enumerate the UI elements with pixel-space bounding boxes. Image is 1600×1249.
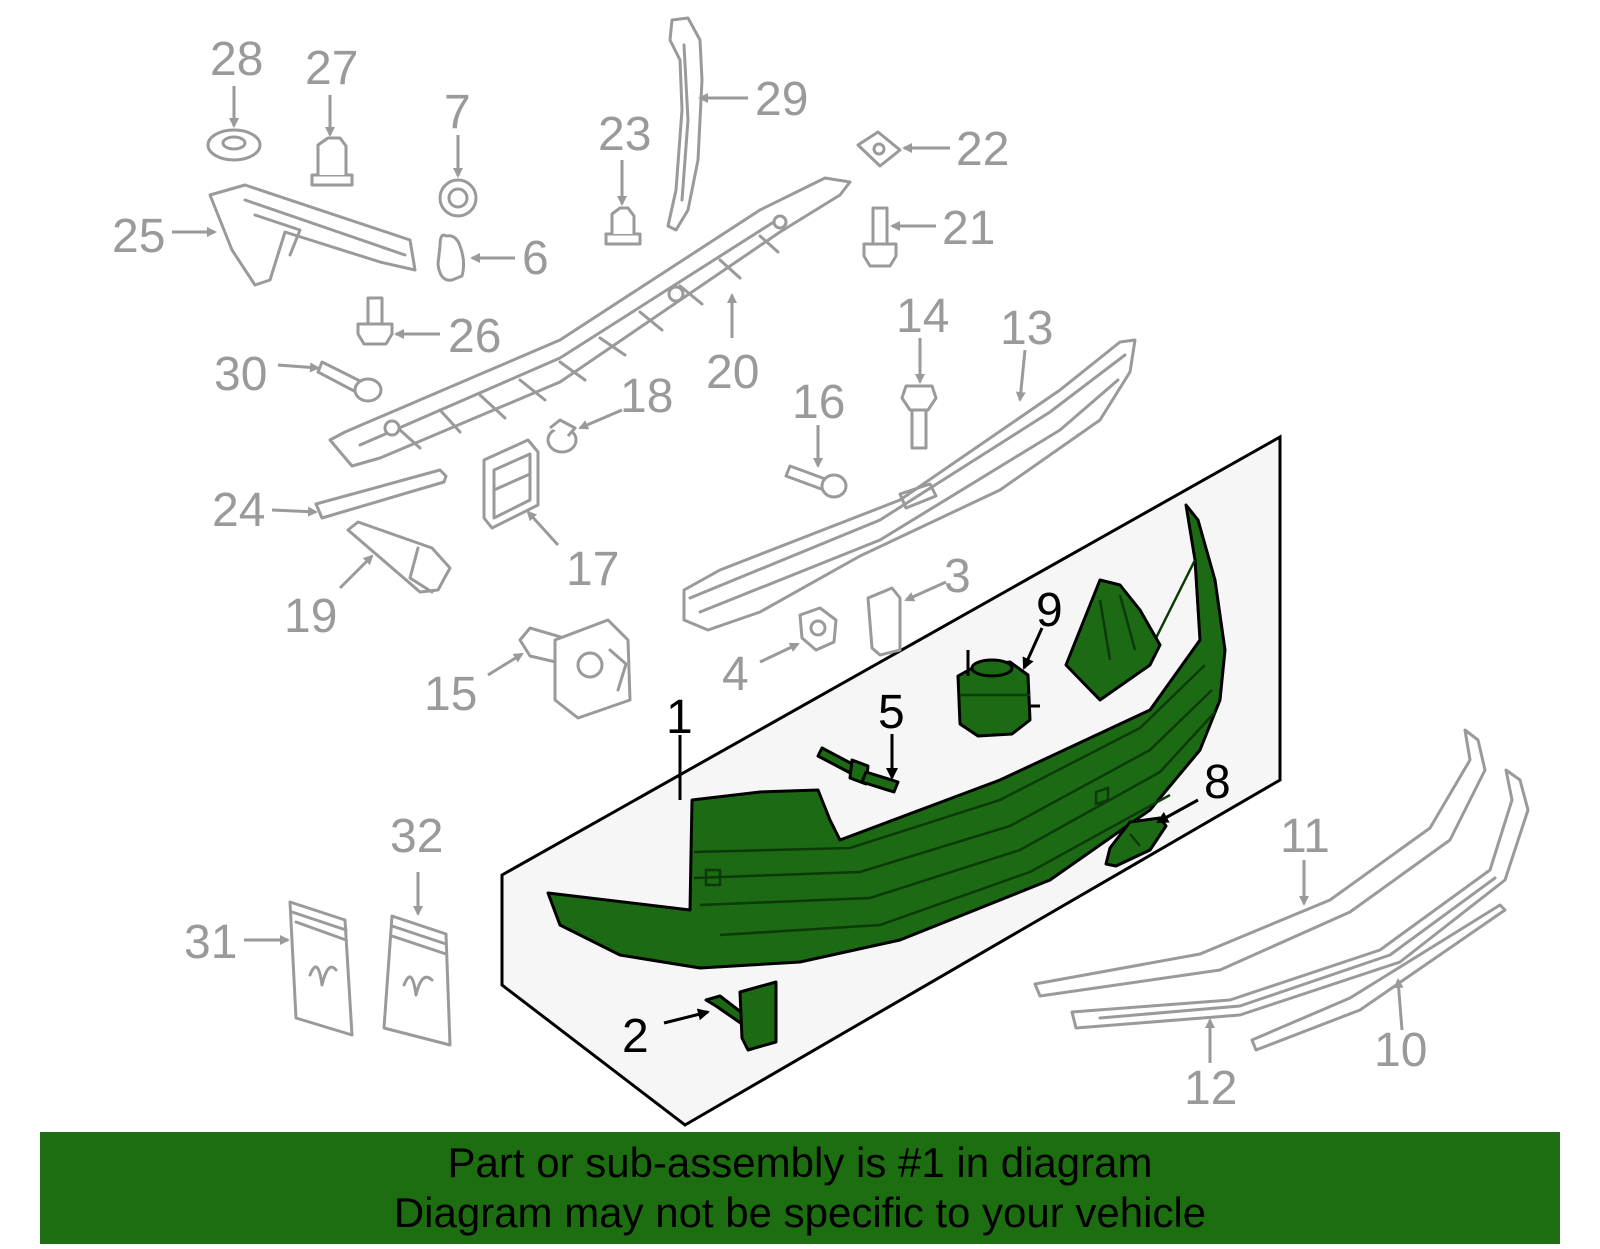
part-9-sensor-mount[interactable] [956,650,1040,738]
part-26-bolt[interactable] [356,296,394,346]
part-20-reinforcement[interactable] [328,176,852,468]
callout-8: 8 [1204,756,1231,809]
part-25-bracket[interactable] [208,183,417,287]
part-29-bracket[interactable] [666,16,704,232]
part-23-clip[interactable] [604,206,642,246]
callout-12: 12 [1184,1062,1237,1115]
part-13-impact-bar[interactable] [682,338,1137,632]
part-19-tow-cap[interactable] [346,520,452,594]
part-30-bolt[interactable] [316,360,383,403]
callout-18: 18 [620,370,673,423]
part-16-bolt[interactable] [784,464,848,499]
callout-19: 19 [284,590,337,643]
part-3-bracket[interactable] [866,586,902,657]
part-14-bolt[interactable] [900,384,938,450]
callout-30: 30 [214,348,267,401]
callout-10: 10 [1374,1024,1427,1077]
callout-4: 4 [722,648,749,701]
part-11-molding[interactable] [1033,728,1487,998]
part-12-molding[interactable] [1070,768,1530,1030]
part-7-grommet[interactable] [438,178,478,218]
part-24-strip[interactable] [314,468,448,520]
callout-7: 7 [444,86,471,139]
callout-23: 23 [598,108,651,161]
part-5-stud[interactable] [816,746,900,794]
callout-15: 15 [424,668,477,721]
callout-24: 24 [212,484,265,537]
part-27-clip[interactable] [310,136,354,187]
callout-5: 5 [878,686,905,739]
callout-22: 22 [956,123,1009,176]
banner-line-2: Diagram may not be specific to your vehi… [393,1189,1207,1236]
callout-14: 14 [896,290,949,343]
part-8-bracket[interactable] [1104,816,1168,868]
callout-2: 2 [622,1010,649,1063]
banner-line-1: Part or sub-assembly is #1 in diagram [447,1139,1153,1186]
part-6-clip[interactable] [436,233,466,282]
callout-25: 25 [112,210,165,263]
callout-20: 20 [706,346,759,399]
part-4-nut[interactable] [798,606,838,652]
callout-32: 32 [390,810,443,863]
part-32-packet[interactable] [382,914,452,1047]
part-28-grommet[interactable] [206,128,262,162]
callout-28: 28 [210,33,263,86]
part-2-bracket[interactable] [704,980,778,1052]
part-31-packet[interactable] [288,900,354,1037]
callout-11: 11 [1280,810,1330,863]
callout-1: 1 [666,691,693,744]
callout-29: 29 [755,73,808,126]
callout-6: 6 [522,232,549,285]
callout-17: 17 [566,543,619,596]
info-banner: Part or sub-assembly is #1 in diagram Di… [40,1132,1560,1244]
callout-27: 27 [305,42,358,95]
part-21-bolt[interactable] [862,206,898,268]
part-18-clip[interactable] [546,418,578,454]
callout-16: 16 [792,376,845,429]
part-17-mount-plate[interactable] [482,438,540,530]
part-22-clip-nut[interactable] [856,130,902,168]
callout-13: 13 [1000,302,1053,355]
part-1-bumper-cover[interactable] [546,503,1227,970]
part-10-molding[interactable] [1250,903,1507,1052]
callout-26: 26 [448,310,501,363]
callout-21: 21 [942,202,995,255]
callout-3: 3 [944,550,971,603]
part-15-tow-bracket[interactable] [518,618,632,720]
callout-31: 31 [184,916,237,969]
callout-9: 9 [1036,584,1063,637]
